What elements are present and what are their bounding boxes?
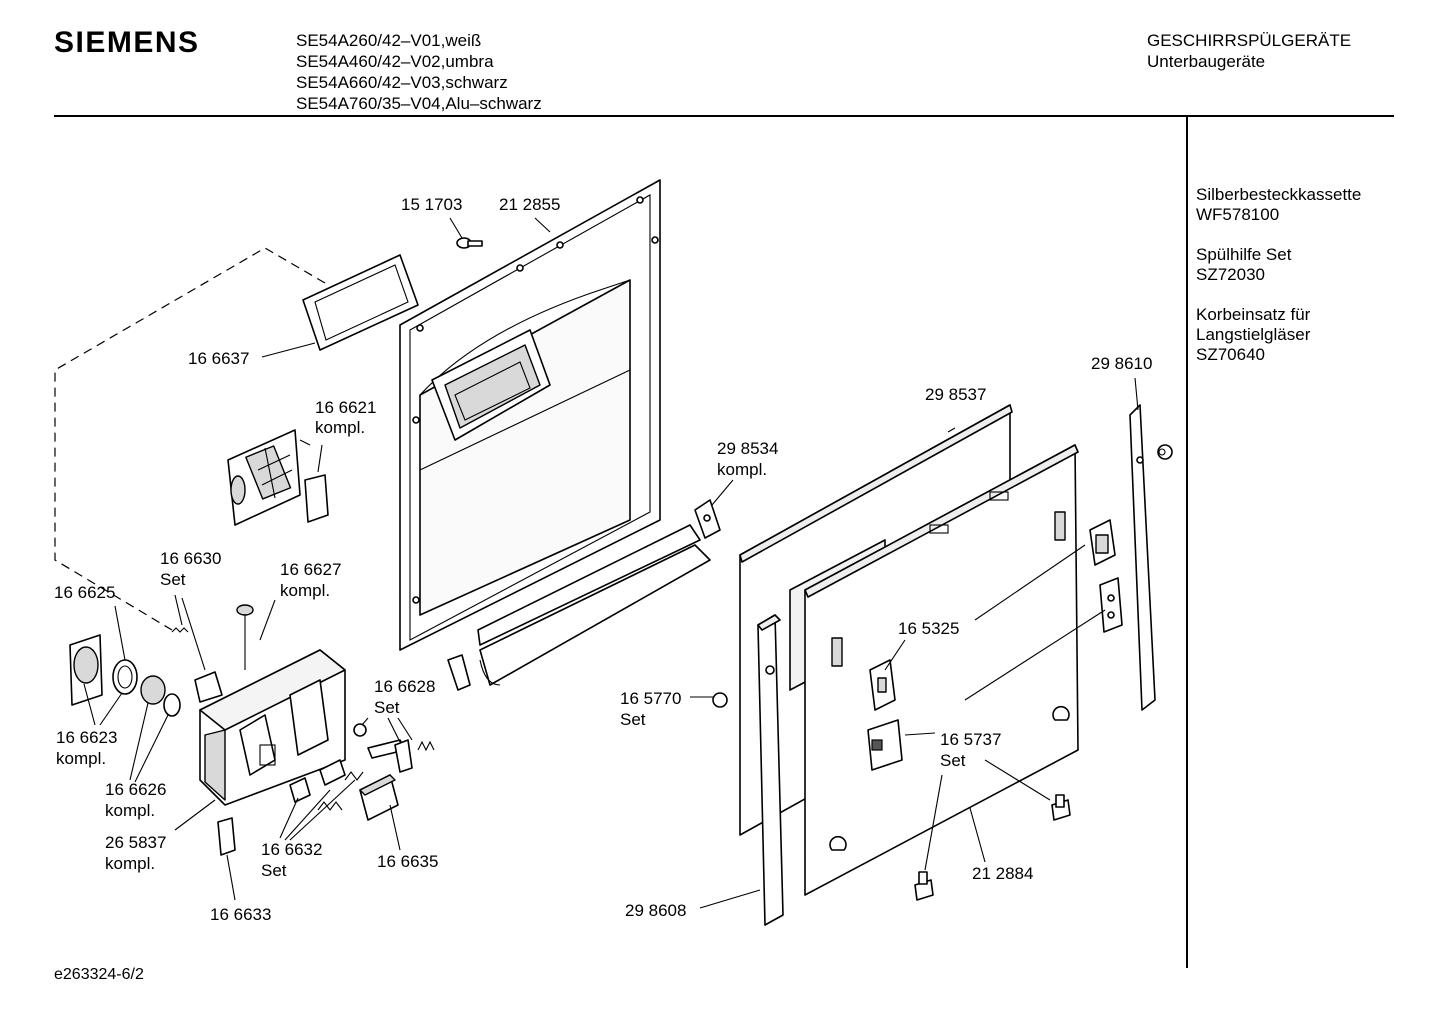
- plug-165770: [712, 692, 728, 708]
- accessory-code: SZ72030: [1196, 265, 1265, 284]
- side-strip-left: [757, 614, 784, 926]
- part-label-165737: 16 5737: [940, 730, 1001, 749]
- bracket-mid-right: [1099, 577, 1123, 633]
- accessory-code: SZ70640: [1196, 345, 1265, 364]
- lever-part: [194, 671, 223, 703]
- part-label-298610: 29 8610: [1091, 354, 1152, 373]
- part-label-151703: 15 1703: [401, 195, 462, 214]
- accessory-item: Spülhilfe Set SZ72030: [1196, 245, 1396, 285]
- hinge-bracket: [694, 499, 721, 539]
- latch-part-165737: [867, 719, 903, 771]
- model-line: SE54A260/42–V01,weiß: [296, 31, 482, 50]
- sidebar-divider: [1186, 117, 1188, 968]
- clip-lower-right: [1051, 794, 1071, 821]
- part-label-166628-suffix: Set: [374, 698, 400, 717]
- part-label-166621-suffix: kompl.: [315, 418, 365, 437]
- part-label-298537: 29 8537: [925, 385, 986, 404]
- part-label-298608: 29 8608: [625, 901, 686, 920]
- accessory-name: Silberbesteckkassette: [1196, 185, 1362, 204]
- rod-part: [367, 739, 413, 773]
- knob-assembly: [69, 634, 181, 717]
- control-module-housing: [199, 649, 346, 806]
- part-label-265837: 26 5837: [105, 833, 166, 852]
- part-label-166623-suffix: kompl.: [56, 749, 106, 768]
- model-list: SE54A260/42–V01,weiß SE54A460/42–V02,umb…: [296, 30, 542, 114]
- part-label-166637: 16 6637: [188, 349, 249, 368]
- accessory-name: Korbeinsatz für: [1196, 305, 1311, 324]
- part-label-166630-suffix: Set: [160, 570, 186, 589]
- model-line: SE54A660/42–V03,schwarz: [296, 73, 508, 92]
- category-main: GESCHIRRSPÜLGERÄTE: [1147, 31, 1352, 50]
- screw-part: [456, 237, 483, 249]
- inner-door-panel: [399, 179, 661, 651]
- leader-lines: [83, 217, 1139, 909]
- accessory-name: Spülhilfe Set: [1196, 245, 1292, 264]
- model-line: SE54A760/35–V04,Alu–schwarz: [296, 94, 542, 113]
- accessory-name-2: Langstielgläser: [1196, 325, 1311, 344]
- drawing-code: e263324-6/2: [54, 966, 144, 983]
- detergent-seal-frame: [302, 254, 419, 351]
- side-strip-right: [1129, 404, 1156, 711]
- part-label-298534: 29 8534: [717, 439, 778, 458]
- part-label-166632-suffix: Set: [261, 861, 287, 880]
- door-trim-rail: [447, 524, 711, 691]
- part-label-166627: 16 6627: [280, 560, 341, 579]
- slider-parts: [289, 759, 364, 811]
- part-label-166632: 16 6632: [261, 840, 322, 859]
- clip-part-166633: [217, 817, 236, 856]
- part-label-166633: 16 6633: [210, 905, 271, 924]
- clip-lower-mid: [914, 871, 934, 901]
- part-label-165770: 16 5770: [620, 689, 681, 708]
- accessory-code: WF578100: [1196, 205, 1280, 224]
- part-label-165325: 16 5325: [898, 619, 959, 638]
- part-label-166635: 16 6635: [377, 852, 438, 871]
- assembly-dashed-line: [54, 247, 326, 631]
- part-label-166626-suffix: kompl.: [105, 801, 155, 820]
- door-intermediate-panel: [789, 444, 1079, 896]
- part-label-166621: 16 6621: [315, 398, 376, 417]
- part-label-166628: 16 6628: [374, 677, 435, 696]
- pin-part: [236, 604, 254, 670]
- part-label-165770-suffix: Set: [620, 710, 646, 729]
- part-label-166626: 16 6626: [105, 780, 166, 799]
- micro-switch-part: [359, 774, 399, 821]
- spring-part-2: [417, 740, 435, 752]
- category-sub: Unterbaugeräte: [1147, 52, 1266, 71]
- part-label-212855: 21 2855: [499, 195, 560, 214]
- dispenser-cover: [227, 429, 329, 526]
- part-label-166630: 16 6630: [160, 549, 221, 568]
- part-label-166627-suffix: kompl.: [280, 581, 330, 600]
- part-label-166625: 16 6625: [54, 583, 115, 602]
- brand-logo: SIEMENS: [54, 26, 200, 59]
- part-label-212884: 21 2884: [972, 864, 1033, 883]
- bracket-upper-right: [1089, 519, 1116, 566]
- part-label-265837-suffix: kompl.: [105, 854, 155, 873]
- header-divider: [54, 115, 1394, 117]
- accessory-list: Silberbesteckkassette WF578100 Spülhilfe…: [1196, 185, 1396, 385]
- category-title: GESCHIRRSPÜLGERÄTE Unterbaugeräte: [1147, 30, 1351, 72]
- knob-part: [1157, 444, 1173, 460]
- accessory-item: Korbeinsatz für Langstielgläser SZ70640: [1196, 305, 1396, 365]
- part-label-166623: 16 6623: [56, 728, 117, 747]
- small-ring-part: [353, 723, 367, 737]
- latch-part-165325: [869, 659, 896, 711]
- spring-part: [171, 627, 189, 633]
- model-line: SE54A460/42–V02,umbra: [296, 52, 494, 71]
- part-label-165737-suffix: Set: [940, 751, 966, 770]
- part-label-298534-suffix: kompl.: [717, 460, 767, 479]
- accessory-item: Silberbesteckkassette WF578100: [1196, 185, 1396, 225]
